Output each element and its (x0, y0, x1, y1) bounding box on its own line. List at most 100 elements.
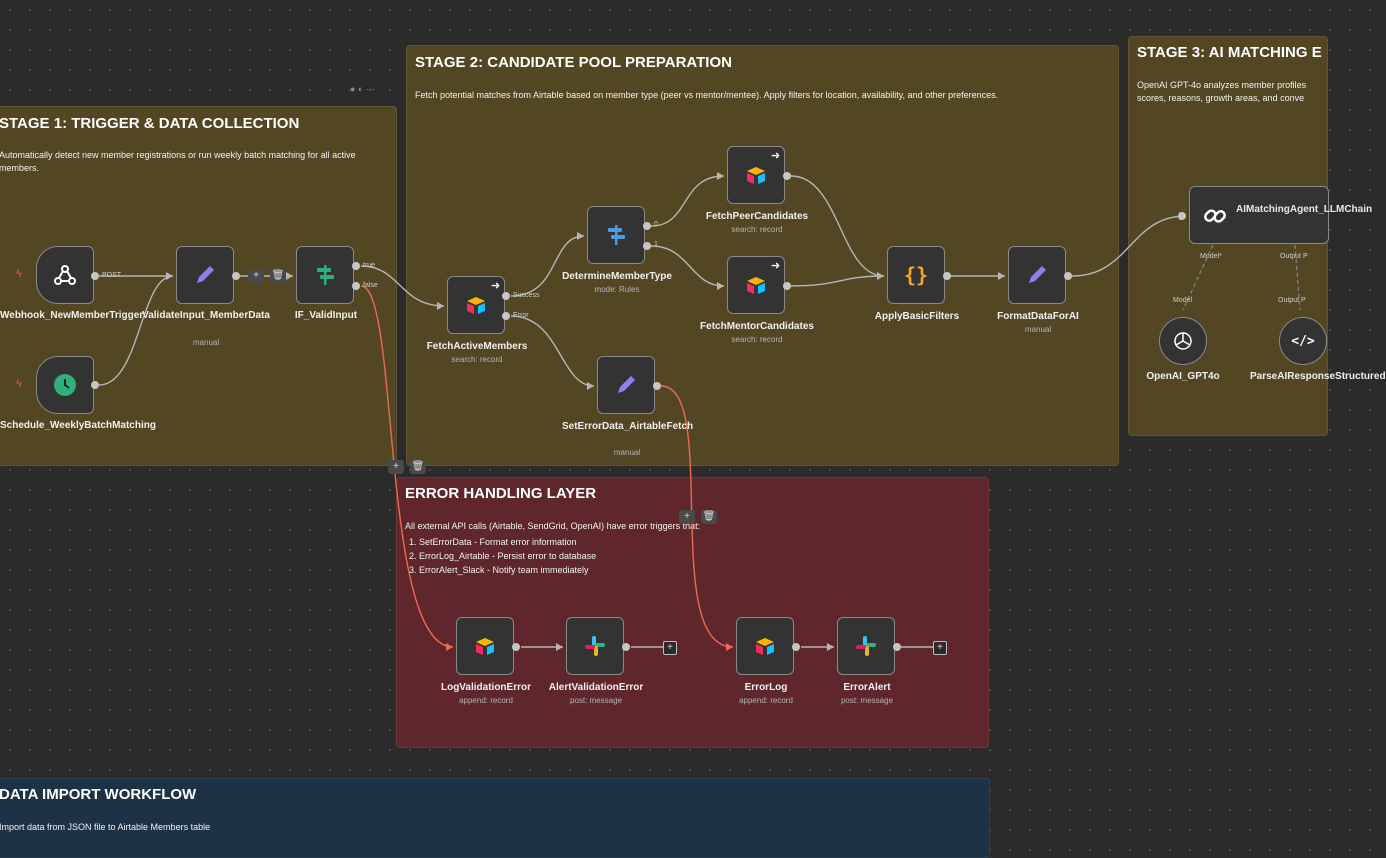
node-apply-filters[interactable]: {} (887, 246, 945, 304)
arrowhead (717, 282, 724, 290)
add-next-node-button[interactable]: + (663, 641, 677, 655)
output-port-0[interactable] (643, 222, 651, 230)
edge-schedule-validate[interactable] (98, 275, 174, 386)
signpost-icon (608, 225, 625, 245)
add-next-node-button[interactable]: + (933, 641, 947, 655)
output-port[interactable] (91, 272, 99, 280)
node-schedule[interactable] (36, 356, 94, 414)
pencil-icon (197, 266, 214, 283)
port-label: Model (1173, 297, 1193, 304)
airtable-icon (747, 167, 765, 184)
edge-mentor-filters[interactable] (790, 275, 885, 287)
node-parse-response[interactable]: </> (1279, 317, 1327, 365)
stage3-title: STAGE 3: AI MATCHING E (1137, 44, 1322, 61)
node-ai-matching-agent[interactable]: AIMatchingAgent_LLMChain (1189, 186, 1373, 244)
delete-connection-button[interactable]: 🗑 (701, 510, 717, 524)
node-label: DetermineMemberType (562, 271, 672, 282)
edge-determine-peer[interactable] (650, 175, 725, 227)
output-port[interactable] (792, 643, 800, 651)
add-node-button[interactable]: + (248, 269, 264, 283)
node-sublabel: append: record (739, 696, 793, 705)
node-label: FormatDataForAI (997, 311, 1079, 322)
node-label: LogValidationError (440, 682, 531, 693)
node-label: FetchMentorCandidates (700, 321, 814, 332)
edge-model-dashed[interactable] (1182, 244, 1214, 311)
sticky-toolbar-icons[interactable]: ● ◐ ⋯ (350, 84, 375, 94)
node-determine-type[interactable] (587, 206, 645, 264)
node-label: AIMatchingAgent_LLMChain (1236, 204, 1373, 215)
error-list-item: ErrorAlert_Slack - Notify team immediate… (419, 563, 596, 577)
node-openai[interactable] (1159, 317, 1207, 365)
node-webhook[interactable] (36, 246, 94, 304)
node-error-alert[interactable] (837, 617, 895, 675)
node-format-data[interactable] (1008, 246, 1066, 304)
arrowhead (717, 172, 724, 180)
action-arrow-icon: ➜ (771, 150, 781, 162)
error-title: ERROR HANDLING LAYER (405, 485, 597, 502)
node-label: OpenAI_GPT4o (1146, 371, 1220, 382)
node-label: AlertValidationError (548, 682, 644, 693)
stage2-title: STAGE 2: CANDIDATE POOL PREPARATION (415, 54, 732, 71)
add-node-button[interactable]: + (679, 510, 695, 524)
output-port[interactable] (653, 382, 661, 390)
add-node-button[interactable]: + (388, 460, 404, 474)
output-port[interactable] (1064, 272, 1072, 280)
error-desc: All external API calls (Airtable, SendGr… (405, 521, 701, 531)
node-sublabel: post: message (840, 696, 894, 705)
node-validate[interactable] (176, 246, 234, 304)
node-label: SetErrorData_AirtableFetch (562, 421, 694, 432)
output-port[interactable] (783, 172, 791, 180)
node-sublabel: search: record (731, 335, 783, 344)
output-port[interactable] (622, 643, 630, 651)
edge-peer-filters[interactable] (790, 175, 885, 277)
arrowhead (998, 272, 1005, 280)
arrowhead (446, 643, 453, 651)
output-port[interactable] (512, 643, 520, 651)
node-fetch-mentor[interactable] (727, 256, 785, 314)
stage2-sticky[interactable]: STAGE 2: CANDIDATE POOL PREPARATION Fetc… (406, 45, 1119, 466)
node-if-validinput[interactable] (296, 246, 354, 304)
edge-output-dashed[interactable] (1294, 244, 1301, 311)
node-alert-validation-error[interactable] (566, 617, 624, 675)
output-port[interactable] (943, 272, 951, 280)
node-label: ApplyBasicFilters (874, 311, 960, 322)
arrowhead (286, 272, 293, 280)
node-fetch-active[interactable] (447, 276, 505, 334)
edge-determine-mentor[interactable] (650, 245, 725, 287)
node-label: FetchActiveMembers (426, 341, 528, 352)
node-fetch-peer[interactable] (727, 146, 785, 204)
delete-connection-button[interactable]: 🗑 (270, 269, 286, 283)
output-port-1[interactable] (643, 242, 651, 250)
arrowhead (437, 302, 444, 310)
node-log-validation-error[interactable] (456, 617, 514, 675)
node-set-error-data[interactable] (597, 356, 655, 414)
edge-fetch-error-seterror[interactable] (510, 315, 595, 387)
stage1-desc: Automatically detect new member registra… (0, 150, 356, 173)
output-port[interactable] (232, 272, 240, 280)
edge-fetch-determine[interactable] (510, 235, 585, 297)
edge-if-true-fetch[interactable] (360, 265, 445, 307)
output-port-error[interactable] (502, 312, 510, 320)
import-title: DATA IMPORT WORKFLOW (0, 786, 197, 803)
code-tag-icon: </> (1291, 333, 1315, 349)
node-error-log[interactable] (736, 617, 794, 675)
node-label: IF_ValidInput (294, 310, 358, 321)
edge-format-aiagent[interactable] (1071, 215, 1187, 277)
input-port[interactable] (1178, 212, 1186, 220)
output-port-false[interactable] (352, 282, 360, 290)
arrowhead (587, 382, 594, 390)
output-port[interactable] (783, 282, 791, 290)
node-label: Webhook_NewMemberTrigger (0, 310, 144, 321)
output-port[interactable] (893, 643, 901, 651)
output-port-success[interactable] (502, 292, 510, 300)
port-label: Success (513, 292, 540, 299)
node-sublabel: search: record (451, 355, 503, 364)
action-arrow-icon: ➜ (491, 280, 501, 292)
port-label: 0 (654, 221, 658, 228)
port-label: true (363, 262, 376, 269)
output-port-true[interactable] (352, 262, 360, 270)
output-port[interactable] (91, 381, 99, 389)
webhook-icon (54, 265, 76, 285)
arrowhead (827, 643, 834, 651)
delete-connection-button[interactable]: 🗑 (410, 460, 426, 474)
